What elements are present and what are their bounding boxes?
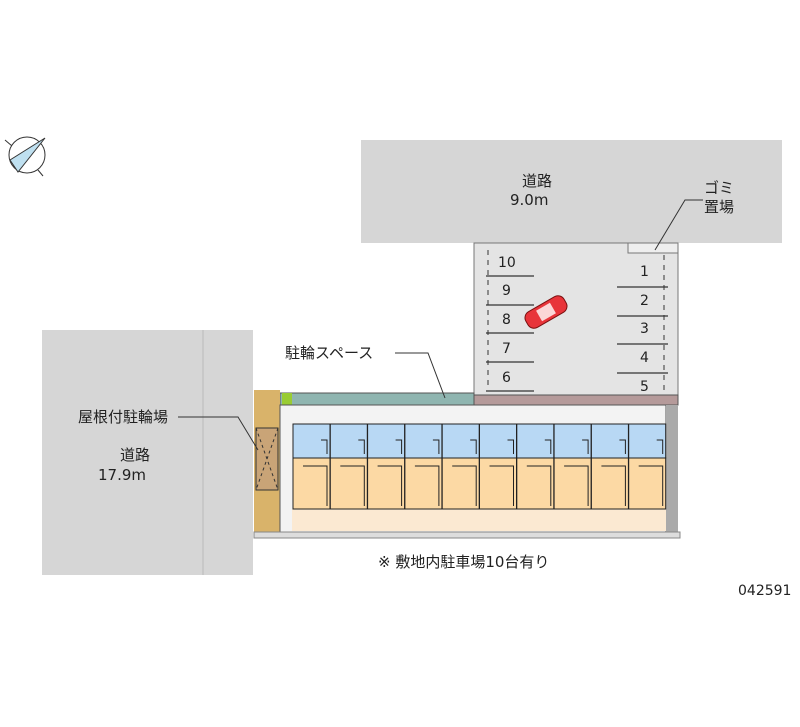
covered-bicycle-label: 屋根付駐輪場 (78, 408, 169, 426)
garbage-label-1: ゴミ (704, 179, 735, 197)
apartment-units (292, 423, 667, 510)
apartment-unit (329, 423, 368, 510)
parking-note: ※ 敷地内駐車場10台有り (378, 553, 550, 571)
bicycle-space-strip (279, 392, 475, 406)
left-road (42, 330, 253, 575)
top-road-name: 道路 (522, 172, 553, 190)
apartment-unit (479, 423, 517, 510)
parking-space-10: 10 (498, 255, 516, 271)
apartment-unit (367, 423, 406, 510)
parking-space-4: 4 (640, 350, 649, 366)
compass-icon (4, 136, 46, 177)
apartment-unit (441, 423, 480, 510)
parking-space-3: 3 (640, 321, 649, 337)
parking-space-9: 9 (502, 283, 511, 299)
parking-space-8: 8 (502, 312, 511, 328)
parking-space-7: 7 (502, 341, 511, 357)
garbage-area (627, 242, 679, 254)
top-road (361, 140, 782, 243)
left-road-name: 道路 (120, 446, 151, 464)
apartment-unit (628, 423, 667, 510)
apartment-unit (553, 423, 592, 510)
apartment-unit (404, 423, 443, 510)
apartment-unit (292, 423, 331, 510)
top-road-width: 9.0m (510, 191, 549, 209)
property-code: 042591 (738, 583, 792, 599)
car-icon (524, 295, 568, 329)
parking-space-6: 6 (502, 370, 511, 386)
garbage-label-2: 置場 (704, 198, 735, 216)
bicycle-space-label: 駐輪スペース (285, 344, 374, 362)
parking-space-1: 1 (640, 264, 649, 280)
left-road-width: 17.9m (98, 466, 147, 484)
apartment-unit (590, 423, 629, 510)
parking-space-2: 2 (640, 293, 649, 309)
apartment-unit (516, 423, 555, 510)
parking-space-5: 5 (640, 379, 649, 395)
